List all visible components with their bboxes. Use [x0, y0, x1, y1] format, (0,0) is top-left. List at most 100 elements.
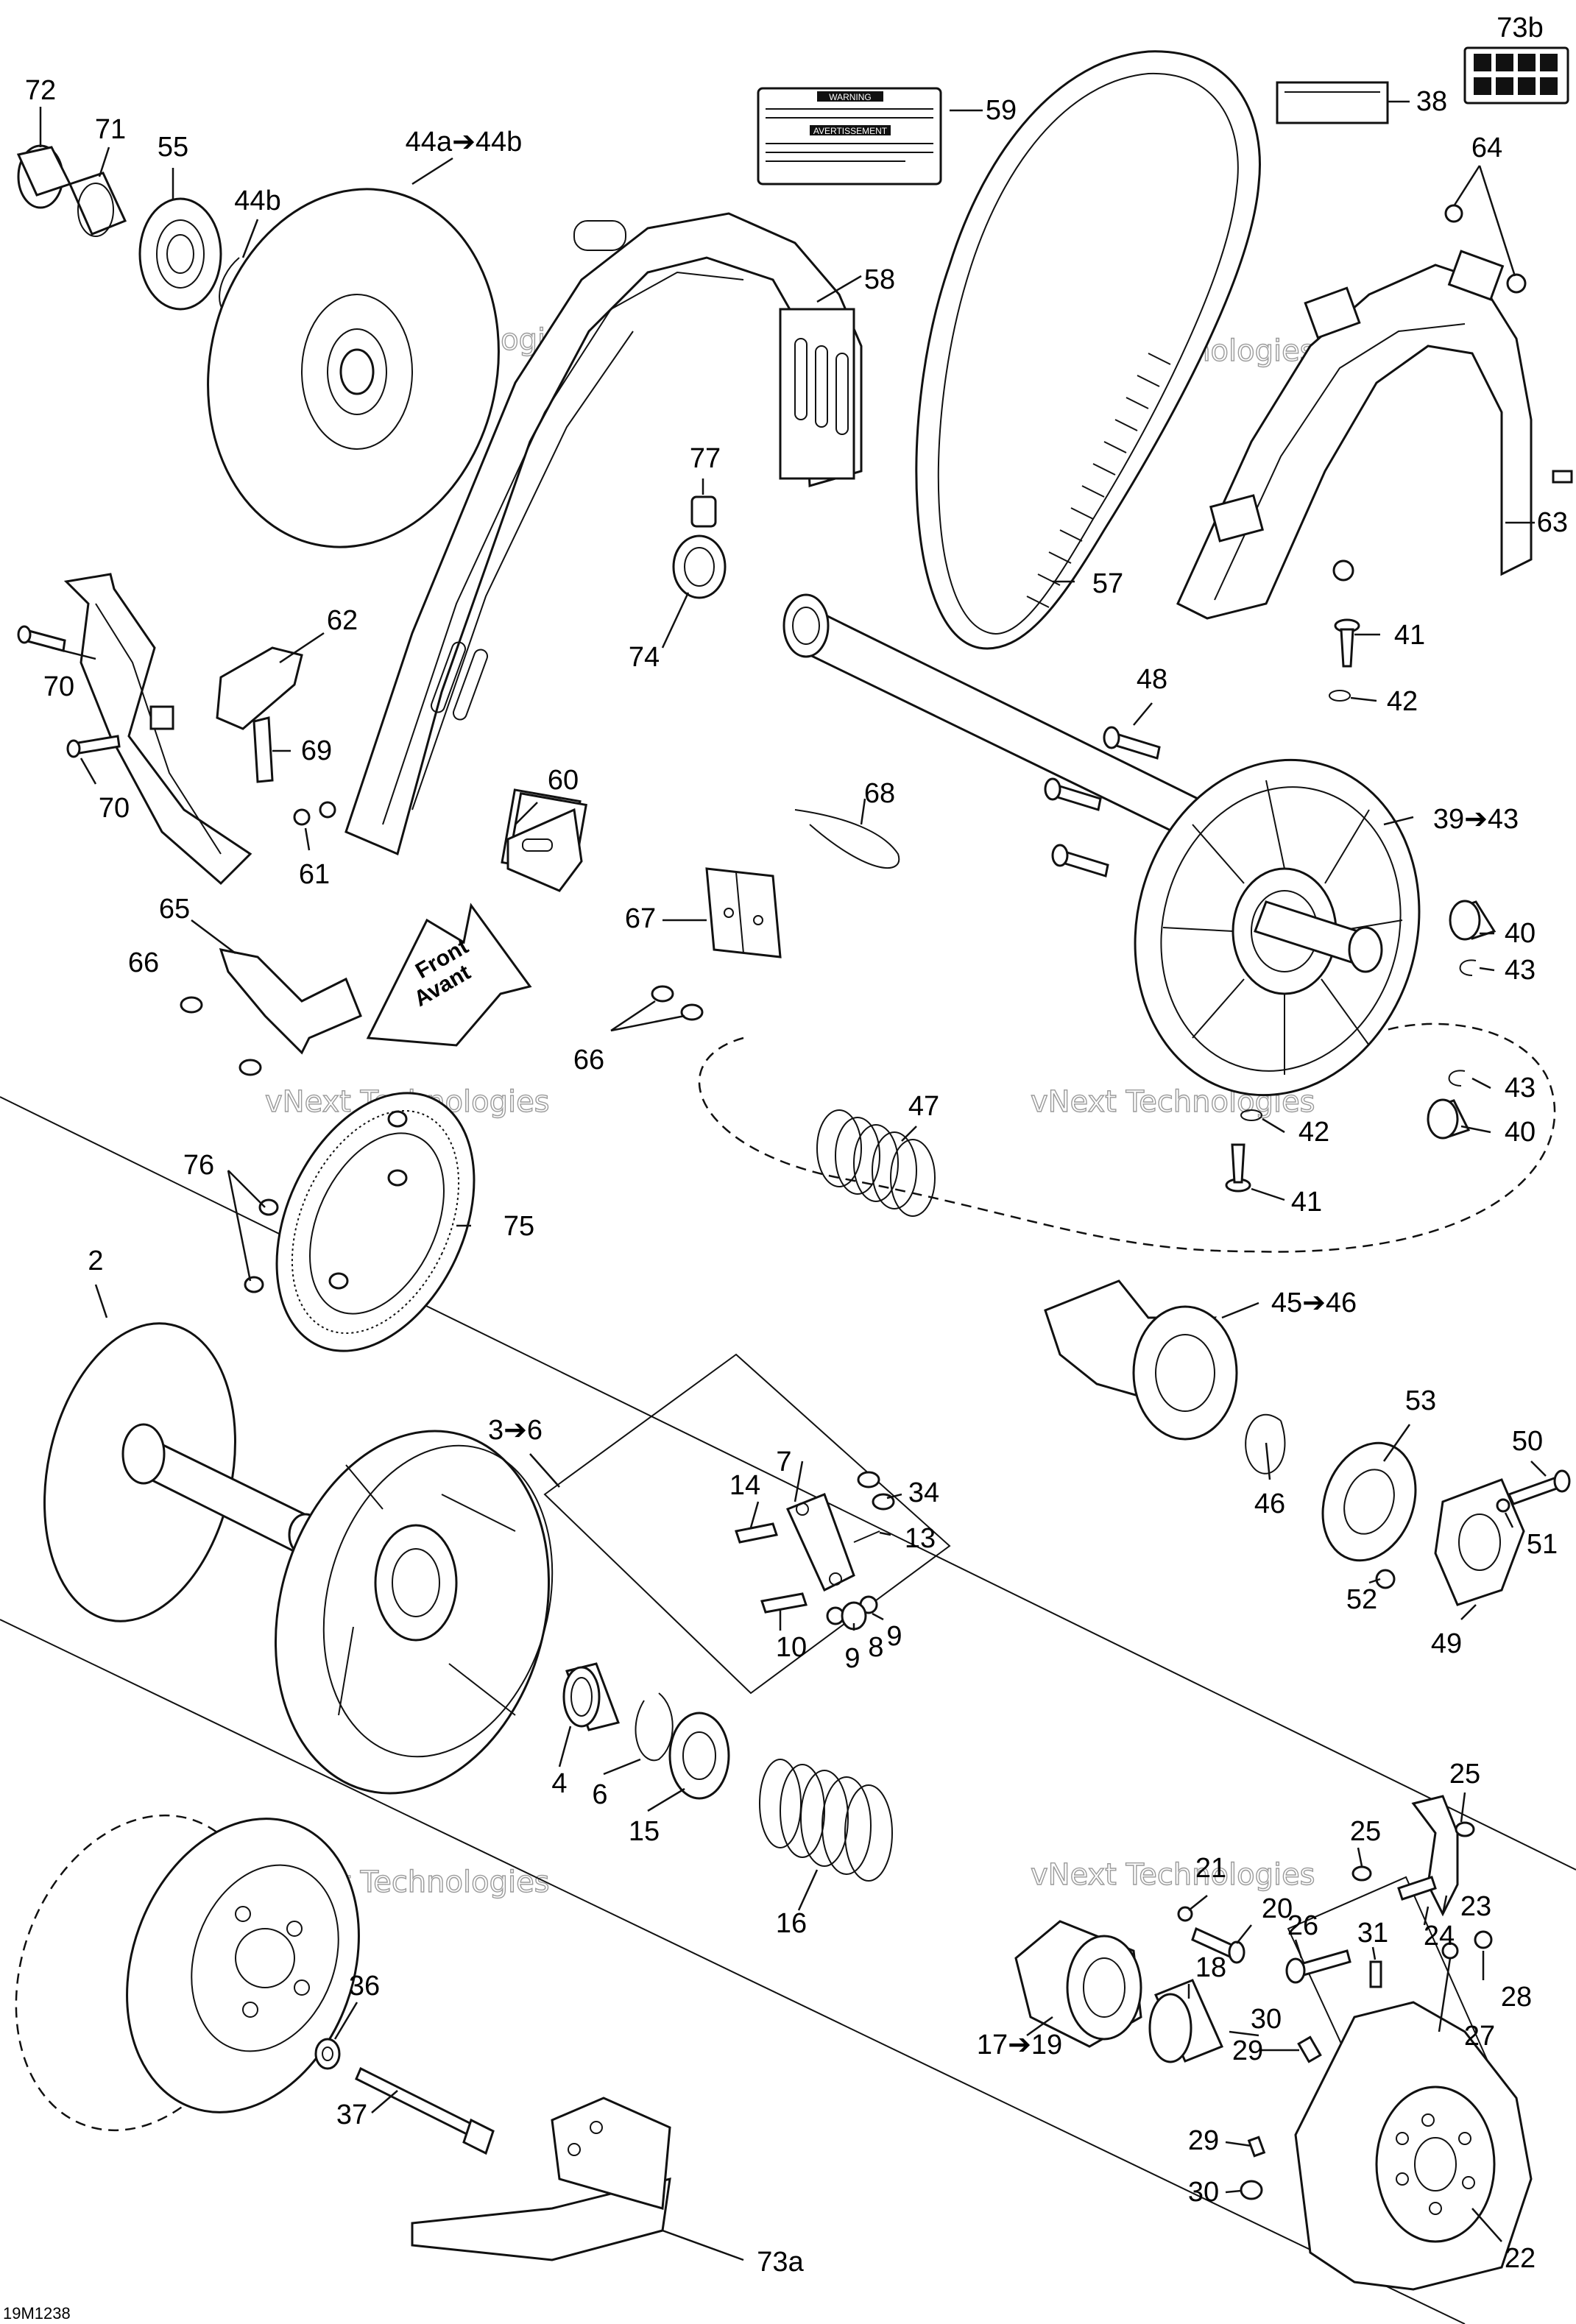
callout-45-46: 45➔46: [1271, 1288, 1357, 1318]
part-60-bracket: [506, 808, 583, 892]
callout-65: 65: [159, 894, 190, 925]
callout-77: 77: [690, 443, 721, 474]
callout-2: 2: [88, 1246, 103, 1276]
callout-62: 62: [327, 605, 358, 636]
part-40-roller-bottom: [1427, 1098, 1471, 1140]
part-22-housing: [1294, 2001, 1533, 2291]
callout-46: 46: [1254, 1488, 1285, 1519]
part-30-cap: [1240, 2180, 1263, 2200]
part-65-bracket: [219, 948, 362, 1055]
part-59-warning-decal: WARNING AVERTISSEMENT: [757, 87, 942, 186]
callout-66-right: 66: [573, 1045, 604, 1076]
pulley-spokes: [1162, 780, 1403, 1075]
callout-9-left: 9: [844, 1643, 860, 1674]
callout-39-43: 39➔43: [1433, 804, 1519, 835]
callout-21: 21: [1195, 1853, 1226, 1884]
callout-6: 6: [592, 1779, 607, 1810]
part-29-pins: [1247, 2035, 1322, 2158]
part-53-washer: [1321, 1441, 1417, 1562]
leader-lines: [39, 100, 1547, 2261]
callout-38: 38: [1416, 86, 1447, 117]
part-44a-sheave: [207, 188, 500, 548]
callout-37: 37: [336, 2099, 367, 2130]
part-20-screw: [1191, 1926, 1245, 1964]
section-divider: [0, 1619, 1466, 2324]
part-40-roller-top: [1449, 900, 1497, 941]
front-arrow: Front Avant: [366, 903, 532, 1047]
part-63-guard: [1176, 204, 1573, 620]
callout-48: 48: [1137, 664, 1167, 695]
part-52-nut: [1375, 1569, 1396, 1589]
avertissement-heading: AVERTISSEMENT: [813, 126, 888, 136]
part-55-bearing: [138, 197, 222, 311]
callout-20: 20: [1262, 1893, 1293, 1924]
part-66-screw-left: [180, 996, 203, 1014]
callout-68: 68: [864, 778, 895, 809]
callout-58: 58: [864, 264, 895, 295]
callout-labels: 72 71 55 44a➔44b 44b 59 73b 38 64 58 77 …: [25, 13, 1568, 2278]
callout-70-top: 70: [43, 671, 74, 702]
part-16-spring: [759, 1759, 893, 1882]
part-26-screw: [1285, 1949, 1351, 1984]
callout-10: 10: [776, 1632, 807, 1663]
callout-44b: 44b: [234, 186, 280, 216]
part-70-screws: [17, 625, 121, 758]
callout-41-bottom: 41: [1291, 1187, 1322, 1218]
part-39-driven-pulley: [1134, 758, 1421, 1097]
part-76-screws: [244, 1110, 408, 1293]
callout-17-19: 17➔19: [977, 2030, 1062, 2060]
callout-60: 60: [548, 765, 579, 796]
callout-24: 24: [1424, 1921, 1455, 1952]
warning-heading: WARNING: [829, 92, 872, 102]
part-7-arm: [785, 1493, 855, 1592]
callout-42-bottom: 42: [1298, 1117, 1329, 1148]
callout-14: 14: [729, 1470, 760, 1501]
part-25-screws: [1351, 1821, 1475, 1882]
part-66-screw-lower: [238, 1059, 262, 1076]
section-divider: [0, 1096, 1576, 1871]
callout-59: 59: [986, 95, 1017, 126]
part-41-screw-bottom: [1225, 1143, 1251, 1193]
callout-55: 55: [158, 132, 188, 163]
callout-31: 31: [1357, 1918, 1388, 1949]
callout-73b: 73b: [1497, 13, 1543, 43]
callout-57: 57: [1092, 568, 1123, 599]
part-15-seal: [668, 1712, 730, 1800]
callout-42-top: 42: [1387, 686, 1418, 717]
part-67-hinge: [705, 867, 782, 958]
part-24-pin: [1397, 1876, 1437, 1901]
part-18-bushing: [1148, 1979, 1224, 2063]
part-77-bushing: [690, 495, 717, 528]
callout-18: 18: [1195, 1952, 1226, 1983]
part-37-bolt: [355, 2066, 495, 2155]
part-72-sleeve: [16, 144, 72, 209]
callout-43-bottom: 43: [1505, 1073, 1536, 1103]
part-57-drive-belt: [915, 50, 1261, 650]
part-61-nuts: [293, 801, 336, 826]
callout-3-6: 3➔6: [488, 1415, 543, 1446]
callout-7: 7: [776, 1447, 791, 1477]
callout-76: 76: [183, 1150, 214, 1181]
callout-30-top: 30: [1251, 2004, 1282, 2035]
part-41-screw-top: [1334, 618, 1360, 668]
callout-51: 51: [1527, 1529, 1558, 1560]
part-3-movable-sheave: [274, 1430, 554, 1795]
part-45-cam: [1044, 1279, 1238, 1441]
part-73b-safety-decal: [1463, 46, 1569, 105]
callout-66-left: 66: [128, 947, 159, 978]
callout-9-right: 9: [886, 1621, 902, 1652]
callout-47: 47: [908, 1091, 939, 1122]
part-drive-pulley-assembly: [15, 1814, 360, 2132]
part-38-label: [1276, 81, 1389, 124]
part-43-clip-top: [1459, 959, 1477, 976]
callout-74: 74: [629, 642, 660, 673]
part-71-bushing: [68, 172, 127, 237]
callout-25-top: 25: [1449, 1759, 1480, 1790]
part-10-pin: [760, 1592, 808, 1614]
callout-50: 50: [1512, 1426, 1543, 1457]
callout-53: 53: [1405, 1385, 1436, 1416]
part-6-circlip: [635, 1692, 674, 1762]
callout-49: 49: [1431, 1628, 1462, 1659]
callout-30-bottom: 30: [1188, 2177, 1219, 2208]
part-70-support: [63, 573, 252, 886]
